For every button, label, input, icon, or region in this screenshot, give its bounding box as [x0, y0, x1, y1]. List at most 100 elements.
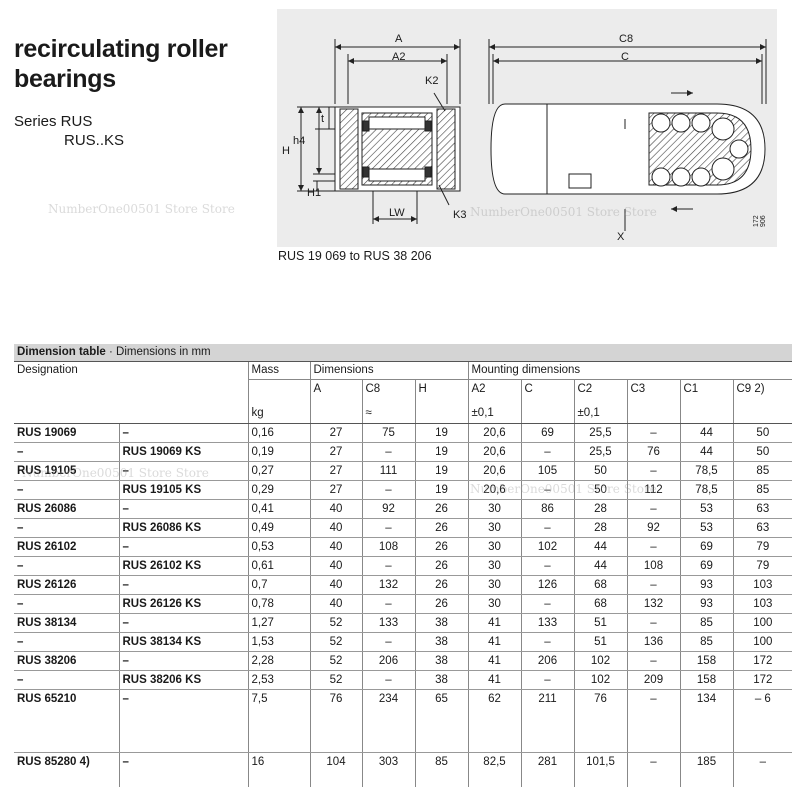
value-cell: 303	[361, 752, 415, 787]
header-unit-blank-4	[626, 405, 680, 424]
label-drawing-code: 172 906	[753, 215, 767, 227]
value-cell: 25,5	[573, 442, 627, 462]
value-cell: 93	[679, 575, 733, 595]
value-cell: 2,28	[247, 651, 310, 671]
value-cell: 62	[467, 689, 521, 753]
header-C3: C3	[626, 379, 680, 405]
value-cell: –	[361, 518, 415, 538]
table-caption: Dimension table · Dimensions in mm	[14, 344, 793, 362]
value-cell: 102	[573, 670, 627, 690]
value-cell: 19	[414, 423, 468, 443]
value-cell: –	[361, 556, 415, 576]
header-designation: Designation	[14, 361, 248, 424]
designation-cell: –	[14, 556, 119, 576]
designation-cell: –	[14, 480, 119, 500]
label-K2: K2	[425, 75, 439, 87]
designation-cell: RUS 38134	[14, 613, 119, 633]
label-K3: K3	[453, 209, 467, 221]
value-cell: –	[520, 480, 574, 500]
value-cell: 104	[309, 752, 362, 787]
header-A2: A2	[467, 379, 521, 405]
value-cell: 102	[573, 651, 627, 671]
table-caption-row: Dimension table · Dimensions in mm	[14, 344, 793, 362]
value-cell: 69	[520, 423, 574, 443]
value-cell: 19	[414, 480, 468, 500]
value-cell: –	[361, 632, 415, 652]
designation-cell: –	[118, 575, 248, 595]
header-unit-tol-a2: ±0,1	[467, 405, 521, 424]
value-cell: –	[626, 613, 680, 633]
header-unit-blank-5	[679, 405, 733, 424]
header-mounting: Mounting dimensions	[467, 361, 793, 380]
value-cell: 40	[309, 499, 362, 519]
value-cell: 65	[414, 689, 468, 753]
value-cell: 85	[414, 752, 468, 787]
title-line-2: bearings	[14, 65, 116, 93]
value-cell: 30	[467, 518, 521, 538]
label-A: A	[395, 33, 403, 45]
header-C: C	[520, 379, 574, 405]
value-cell: 134	[679, 689, 733, 753]
value-cell: 51	[573, 632, 627, 652]
label-X: X	[617, 231, 625, 243]
designation-cell: RUS 19105	[14, 461, 119, 481]
value-cell: 0,27	[247, 461, 310, 481]
value-cell: 44	[573, 537, 627, 557]
value-cell: 26	[414, 499, 468, 519]
value-cell: 82,5	[467, 752, 521, 787]
value-cell: 63	[732, 499, 793, 519]
value-cell: –	[626, 499, 680, 519]
value-cell: 40	[309, 575, 362, 595]
value-cell: 102	[520, 537, 574, 557]
value-cell: 211	[520, 689, 574, 753]
value-cell: 209	[626, 670, 680, 690]
value-cell: 281	[520, 752, 574, 787]
value-cell: 111	[361, 461, 415, 481]
value-cell: 103	[732, 594, 793, 614]
value-cell: 50	[732, 442, 793, 462]
value-cell: 52	[309, 670, 362, 690]
value-cell: 41	[467, 651, 521, 671]
value-cell: – 6	[732, 689, 793, 753]
value-cell: 50	[732, 423, 793, 443]
value-cell: 86	[520, 499, 574, 519]
table-caption-bold: Dimension table	[17, 346, 106, 358]
value-cell: 30	[467, 499, 521, 519]
value-cell: 1,53	[247, 632, 310, 652]
value-cell: 53	[679, 518, 733, 538]
designation-cell: RUS 65210	[14, 689, 119, 753]
value-cell: 40	[309, 594, 362, 614]
value-cell: 103	[732, 575, 793, 595]
value-cell: 79	[732, 556, 793, 576]
header-row-groups: Designation Mass Dimensions Mounting dim…	[14, 361, 793, 424]
value-cell: 50	[573, 480, 627, 500]
header-C2: C2	[573, 379, 627, 405]
watermark-1: NumberOne00501 Store Store	[48, 202, 235, 216]
value-cell: 0,16	[247, 423, 310, 443]
value-cell: 7,5	[247, 689, 310, 753]
value-cell: 50	[573, 461, 627, 481]
value-cell: 63	[732, 518, 793, 538]
designation-cell: RUS 26126	[14, 575, 119, 595]
designation-cell: –	[118, 499, 248, 519]
value-cell: –	[732, 752, 793, 787]
side-view	[488, 39, 767, 231]
designation-cell: –	[118, 752, 248, 787]
drawing-caption: RUS 19 069 to RUS 38 206	[278, 249, 432, 263]
value-cell: 101,5	[573, 752, 627, 787]
header-unit-tol-c2: ±0,1	[573, 405, 627, 424]
value-cell: –	[520, 670, 574, 690]
designation-cell: –	[118, 461, 248, 481]
value-cell: 44	[679, 423, 733, 443]
label-LW: LW	[389, 207, 405, 219]
header-mass: Mass	[247, 361, 310, 380]
header-unit-blank-2	[414, 405, 468, 424]
value-cell: 38	[414, 651, 468, 671]
value-cell: 0,29	[247, 480, 310, 500]
designation-cell: RUS 26086	[14, 499, 119, 519]
